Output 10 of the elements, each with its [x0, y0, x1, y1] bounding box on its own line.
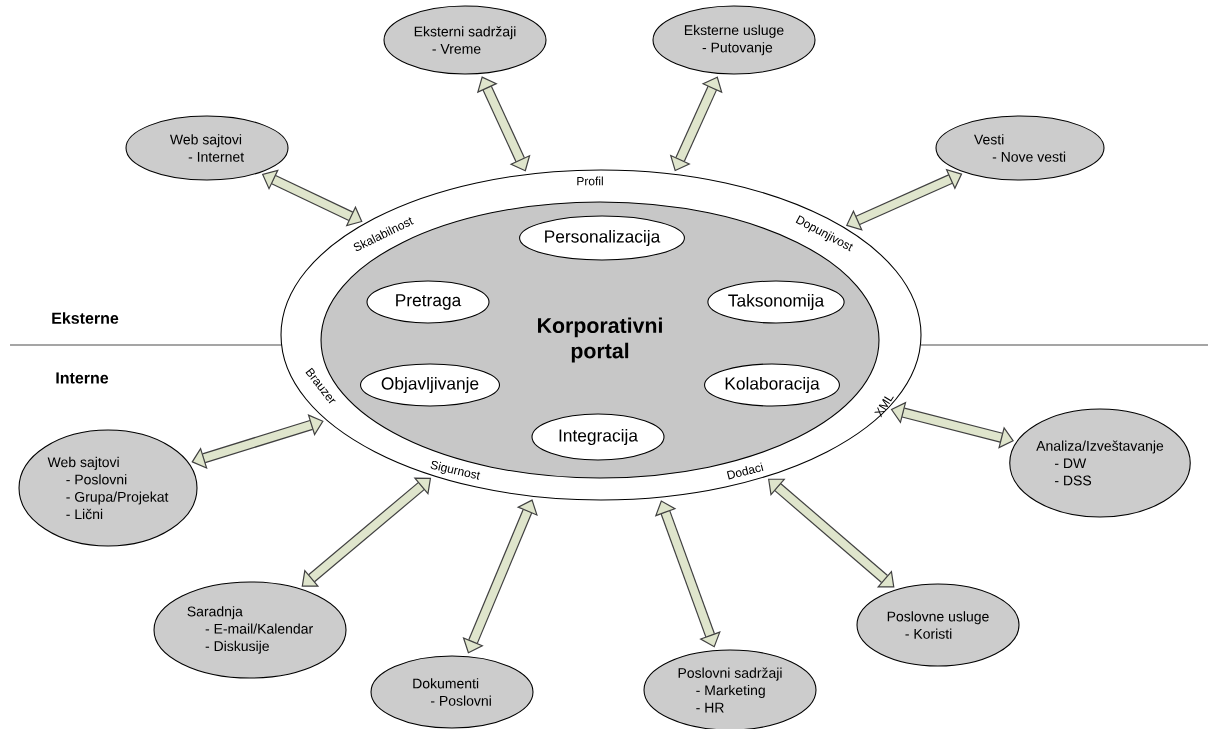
double-arrow: [301, 477, 432, 587]
zone-label: Eksterne: [52, 312, 119, 324]
ring-label: Dodaci: [726, 462, 764, 480]
double-arrow: [476, 76, 531, 172]
double-arrow: [654, 500, 721, 648]
ring-label: Sigurnost: [430, 460, 481, 480]
zone-label: Interne: [56, 372, 109, 384]
double-arrow: [462, 499, 538, 654]
double-arrow: [191, 414, 324, 470]
ring-label: Profil: [577, 176, 603, 186]
